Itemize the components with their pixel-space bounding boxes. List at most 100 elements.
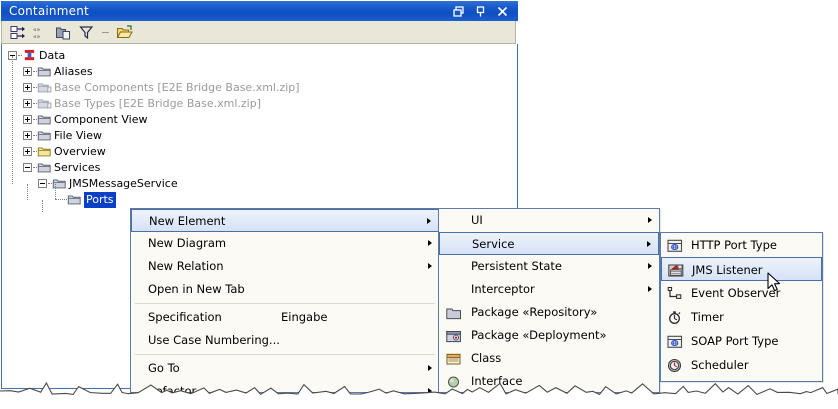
menu-item-label: HTTP Port Type xyxy=(691,238,777,252)
menu-item-label: Persistent State xyxy=(471,259,562,273)
menu-item-package-deployment[interactable]: Package «Deployment» xyxy=(439,324,659,347)
folder-locked-icon xyxy=(37,97,52,110)
menu-item-interface[interactable]: Interface xyxy=(439,370,659,393)
folder-locked-icon xyxy=(37,81,52,94)
package-deployment-icon xyxy=(446,328,462,343)
menu-item-refactor[interactable]: Refactor xyxy=(131,380,439,403)
tree-toggle-plus[interactable] xyxy=(23,131,32,140)
tree-node-label: Overview xyxy=(54,145,106,158)
package-icon xyxy=(446,305,462,320)
menu-item-label: New Element xyxy=(149,214,226,228)
menu-item-jms-listener[interactable]: JMS Listener xyxy=(661,257,822,281)
menu-item-soap-port-type[interactable]: SOAP Port Type xyxy=(661,329,822,353)
menu-item-label: New Diagram xyxy=(148,236,227,250)
menu-item-label: Scheduler xyxy=(691,358,749,372)
menu-item-new-relation[interactable]: New Relation xyxy=(131,255,439,278)
tree-row[interactable]: Ports xyxy=(2,184,517,208)
tree-connector xyxy=(48,183,52,185)
tree-connector-v xyxy=(55,184,57,199)
menu-item-label: Package «Repository» xyxy=(471,305,598,319)
tree-row[interactable]: Overview xyxy=(2,144,517,160)
chevron-right-icon xyxy=(647,241,651,247)
filter-icon[interactable] xyxy=(78,24,95,41)
tree-toggle-plus[interactable] xyxy=(23,67,32,76)
tree-node-label: Base Types [E2E Bridge Base.xml.zip] xyxy=(54,97,261,110)
tree-connector xyxy=(33,103,37,105)
window-controls xyxy=(452,5,518,18)
menu-item-class[interactable]: Class xyxy=(439,347,659,370)
menu-item-persistent-state[interactable]: Persistent State xyxy=(439,255,659,278)
tree-row[interactable]: Services xyxy=(2,160,517,176)
menu-item-use-case-numbering[interactable]: Use Case Numbering... xyxy=(131,329,439,352)
show-stereotypes-icon[interactable]: «» «» xyxy=(32,24,49,41)
folder-yellow-icon xyxy=(37,145,52,158)
tree-toggle-minus[interactable] xyxy=(23,163,32,172)
expand-all-icon[interactable] xyxy=(9,24,26,41)
menu-item-go-to[interactable]: Go To xyxy=(131,357,439,380)
http-port-type-icon xyxy=(667,237,683,252)
menu-item-interceptor[interactable]: Interceptor xyxy=(439,278,659,301)
folder-icon xyxy=(52,177,67,190)
event-observer-icon xyxy=(667,285,683,300)
tree-row[interactable]: Data xyxy=(2,48,517,64)
tree-row[interactable]: JMSMessageService xyxy=(2,176,517,192)
menu-item-timer[interactable]: Timer xyxy=(661,305,822,329)
menu-item-open-in-new-tab[interactable]: Open in New Tab xyxy=(131,278,439,301)
class-icon xyxy=(446,351,462,366)
menu-separator xyxy=(135,354,435,355)
tree-row[interactable]: Aliases xyxy=(2,64,517,80)
soap-port-type-icon xyxy=(667,333,683,348)
tree-node-label: Services xyxy=(54,161,101,174)
tree-node-label: Base Components [E2E Bridge Base.xml.zip… xyxy=(54,81,300,94)
menu-item-label: Class xyxy=(471,351,502,365)
chevron-right-icon xyxy=(428,365,432,371)
restore-button[interactable] xyxy=(452,5,465,18)
tree-row[interactable]: Base Types [E2E Bridge Base.xml.zip] xyxy=(2,96,517,112)
menu-item-new-element[interactable]: New Element xyxy=(131,209,439,232)
tree-toggle-minus[interactable] xyxy=(38,179,47,188)
chevron-right-icon xyxy=(648,263,652,269)
menu-item-service[interactable]: Service xyxy=(439,232,659,255)
open-folder-icon[interactable] xyxy=(116,24,133,41)
menu-item-new-diagram[interactable]: New Diagram xyxy=(131,232,439,255)
menu-item-event-observer[interactable]: Event Observer xyxy=(661,281,822,305)
tree-toggle-plus[interactable] xyxy=(23,147,32,156)
tree-toggle-plus[interactable] xyxy=(23,83,32,92)
menu-item-label: JMS Listener xyxy=(692,263,763,277)
toolbar: «» «» xyxy=(1,21,516,44)
interface-icon xyxy=(446,374,462,389)
tree-node-label: Ports xyxy=(84,192,116,208)
tree-connector xyxy=(33,135,37,137)
title-bar: Containment xyxy=(1,1,518,21)
menu-item-label: Open in New Tab xyxy=(148,282,245,296)
chevron-right-icon xyxy=(428,388,432,394)
menu-item-ui[interactable]: UI xyxy=(439,209,659,232)
window-title: Containment xyxy=(9,4,89,18)
chevron-right-icon xyxy=(648,286,652,292)
menu-item-label: Interceptor xyxy=(471,282,535,296)
tree-node-label: JMSMessageService xyxy=(69,177,178,190)
menu-item-label: Use Case Numbering... xyxy=(148,333,280,347)
menu-item-http-port-type[interactable]: HTTP Port Type xyxy=(661,233,822,257)
tree-node-label: Data xyxy=(39,49,66,62)
svg-text:«»: «» xyxy=(33,33,41,40)
folder-icon xyxy=(37,65,52,78)
chevron-right-icon xyxy=(648,217,652,223)
tree-row[interactable]: File View xyxy=(2,128,517,144)
tree-row[interactable]: Base Components [E2E Bridge Base.xml.zip… xyxy=(2,80,517,96)
menu-item-scheduler[interactable]: Scheduler xyxy=(661,353,822,377)
menu-item-package-repository[interactable]: Package «Repository» xyxy=(439,301,659,324)
close-button[interactable] xyxy=(496,5,509,18)
tree-toggle-plus[interactable] xyxy=(23,115,32,124)
chevron-right-icon xyxy=(427,218,431,224)
pin-button[interactable] xyxy=(474,5,487,18)
tree-row[interactable]: Component View xyxy=(2,112,517,128)
copy-icon[interactable] xyxy=(55,24,72,41)
tree-toggle-plus[interactable] xyxy=(23,99,32,108)
menu-item-label: Timer xyxy=(691,310,724,324)
